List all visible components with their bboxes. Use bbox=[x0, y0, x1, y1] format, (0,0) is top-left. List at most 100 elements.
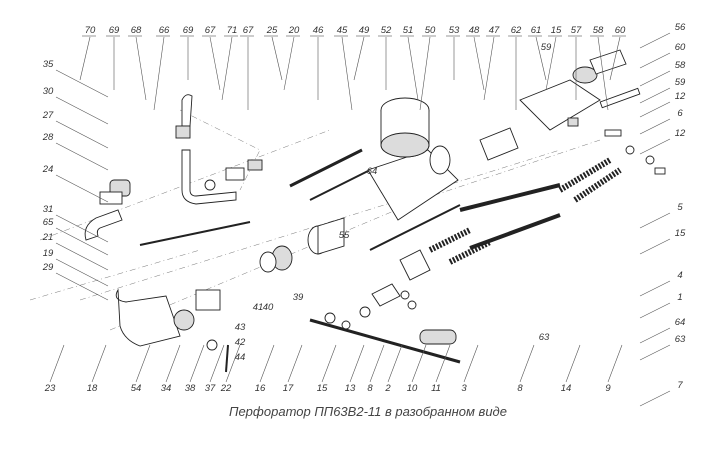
callout-label: 22 bbox=[220, 383, 232, 394]
leader-line bbox=[55, 227, 109, 256]
leader-line bbox=[79, 36, 91, 81]
leader-line bbox=[639, 101, 671, 118]
callout-label: 17 bbox=[283, 383, 294, 394]
callout-label: 47 bbox=[489, 25, 500, 36]
leader-line bbox=[349, 344, 365, 383]
callout-label: 50 bbox=[425, 25, 436, 36]
callout-label: 44 bbox=[235, 352, 246, 363]
callout-label: 20 bbox=[288, 25, 300, 36]
leader-line bbox=[55, 214, 109, 243]
leader-line bbox=[639, 87, 671, 104]
callout-label: 30 bbox=[43, 86, 54, 97]
leader-line bbox=[55, 272, 109, 301]
callout-label: 53 bbox=[449, 25, 460, 36]
leader-line bbox=[565, 344, 581, 383]
leader-line bbox=[369, 344, 385, 383]
callout-label: 15 bbox=[675, 228, 686, 239]
leader-line bbox=[55, 96, 109, 125]
callout-label: 57 bbox=[571, 25, 582, 36]
callout-label: 63 bbox=[675, 334, 686, 345]
leader-line bbox=[55, 69, 109, 98]
callout-label: 70 bbox=[85, 25, 96, 36]
callout-label: 5 bbox=[677, 202, 683, 213]
callout-label: 49 bbox=[359, 25, 370, 36]
callout-label: 38 bbox=[185, 383, 196, 394]
callout-label: 41 bbox=[253, 302, 264, 313]
callout-label: 29 bbox=[42, 262, 54, 273]
callout-label: 31 bbox=[43, 204, 54, 215]
callout-label: 69 bbox=[109, 25, 120, 36]
leader-line bbox=[639, 138, 671, 155]
leader-line bbox=[387, 344, 403, 383]
callout-label: 23 bbox=[44, 383, 56, 394]
callout-label: 45 bbox=[337, 25, 348, 36]
callout-label: 28 bbox=[42, 132, 54, 143]
leader-line bbox=[209, 36, 221, 91]
leader-line bbox=[639, 118, 671, 135]
callout-label: 15 bbox=[551, 25, 562, 36]
leader-line bbox=[321, 344, 337, 383]
callout-label: 55 bbox=[339, 230, 350, 241]
leader-line bbox=[519, 344, 535, 383]
leader-line bbox=[135, 36, 147, 101]
leader-line bbox=[287, 344, 303, 383]
callout-label: 71 bbox=[227, 25, 238, 36]
leader-line bbox=[411, 344, 427, 383]
callout-label: 13 bbox=[345, 383, 356, 394]
leader-line bbox=[55, 258, 109, 287]
callout-label: 60 bbox=[615, 25, 626, 36]
leader-line bbox=[165, 344, 181, 383]
leader-line bbox=[639, 52, 671, 69]
callout-label: 11 bbox=[431, 383, 441, 394]
leader-line bbox=[55, 242, 109, 271]
callout-label: 66 bbox=[159, 25, 170, 36]
callout-label: 16 bbox=[255, 383, 266, 394]
diagram-artwork bbox=[29, 49, 666, 373]
callout-label: 24 bbox=[42, 164, 54, 175]
callout-label: 56 bbox=[675, 22, 686, 33]
callout-label: 67 bbox=[205, 25, 216, 36]
callout-label: 68 bbox=[131, 25, 142, 36]
callout-label: 21 bbox=[42, 232, 54, 243]
callout-label: 46 bbox=[313, 25, 324, 36]
diagram-caption: Перфоратор ПП63В2-11 в разобранном виде bbox=[229, 404, 507, 419]
callout-label: 60 bbox=[675, 42, 686, 53]
callout-label: 48 bbox=[469, 25, 480, 36]
leader-line bbox=[639, 32, 671, 49]
callout-label: 64 bbox=[675, 317, 686, 328]
callout-label: 58 bbox=[593, 25, 604, 36]
top-leader-lines bbox=[49, 32, 671, 407]
leader-line bbox=[545, 36, 557, 91]
callout-label: 19 bbox=[43, 248, 54, 259]
callout-label: 7 bbox=[677, 380, 683, 391]
callout-label: 40 bbox=[263, 302, 274, 313]
callout-label: 3 bbox=[461, 383, 467, 394]
leader-line bbox=[473, 36, 485, 91]
callout-label: 39 bbox=[293, 292, 304, 303]
callout-label: 37 bbox=[205, 383, 216, 394]
callout-label: 35 bbox=[43, 59, 54, 70]
callout-label: 14 bbox=[561, 383, 572, 394]
leader-line bbox=[221, 36, 233, 101]
leader-line bbox=[259, 344, 275, 383]
callout-label: 69 bbox=[183, 25, 194, 36]
leader-line bbox=[483, 36, 495, 101]
callout-label: 18 bbox=[87, 383, 98, 394]
leader-line bbox=[639, 390, 671, 407]
leader-line bbox=[407, 36, 419, 101]
callout-label: 59 bbox=[675, 77, 686, 88]
callout-label: 27 bbox=[42, 110, 54, 121]
leader-line bbox=[535, 36, 547, 81]
leader-line bbox=[639, 302, 671, 319]
callout-label: 1 bbox=[677, 292, 682, 303]
callout-label: 62 bbox=[511, 25, 522, 36]
callout-label: 61 bbox=[531, 25, 542, 36]
callout-label: 6 bbox=[677, 108, 683, 119]
leader-line bbox=[463, 344, 479, 383]
leader-line bbox=[55, 174, 109, 203]
callout-label: 2 bbox=[384, 383, 391, 394]
callout-label: 64 bbox=[367, 166, 378, 177]
callout-label: 65 bbox=[43, 217, 54, 228]
